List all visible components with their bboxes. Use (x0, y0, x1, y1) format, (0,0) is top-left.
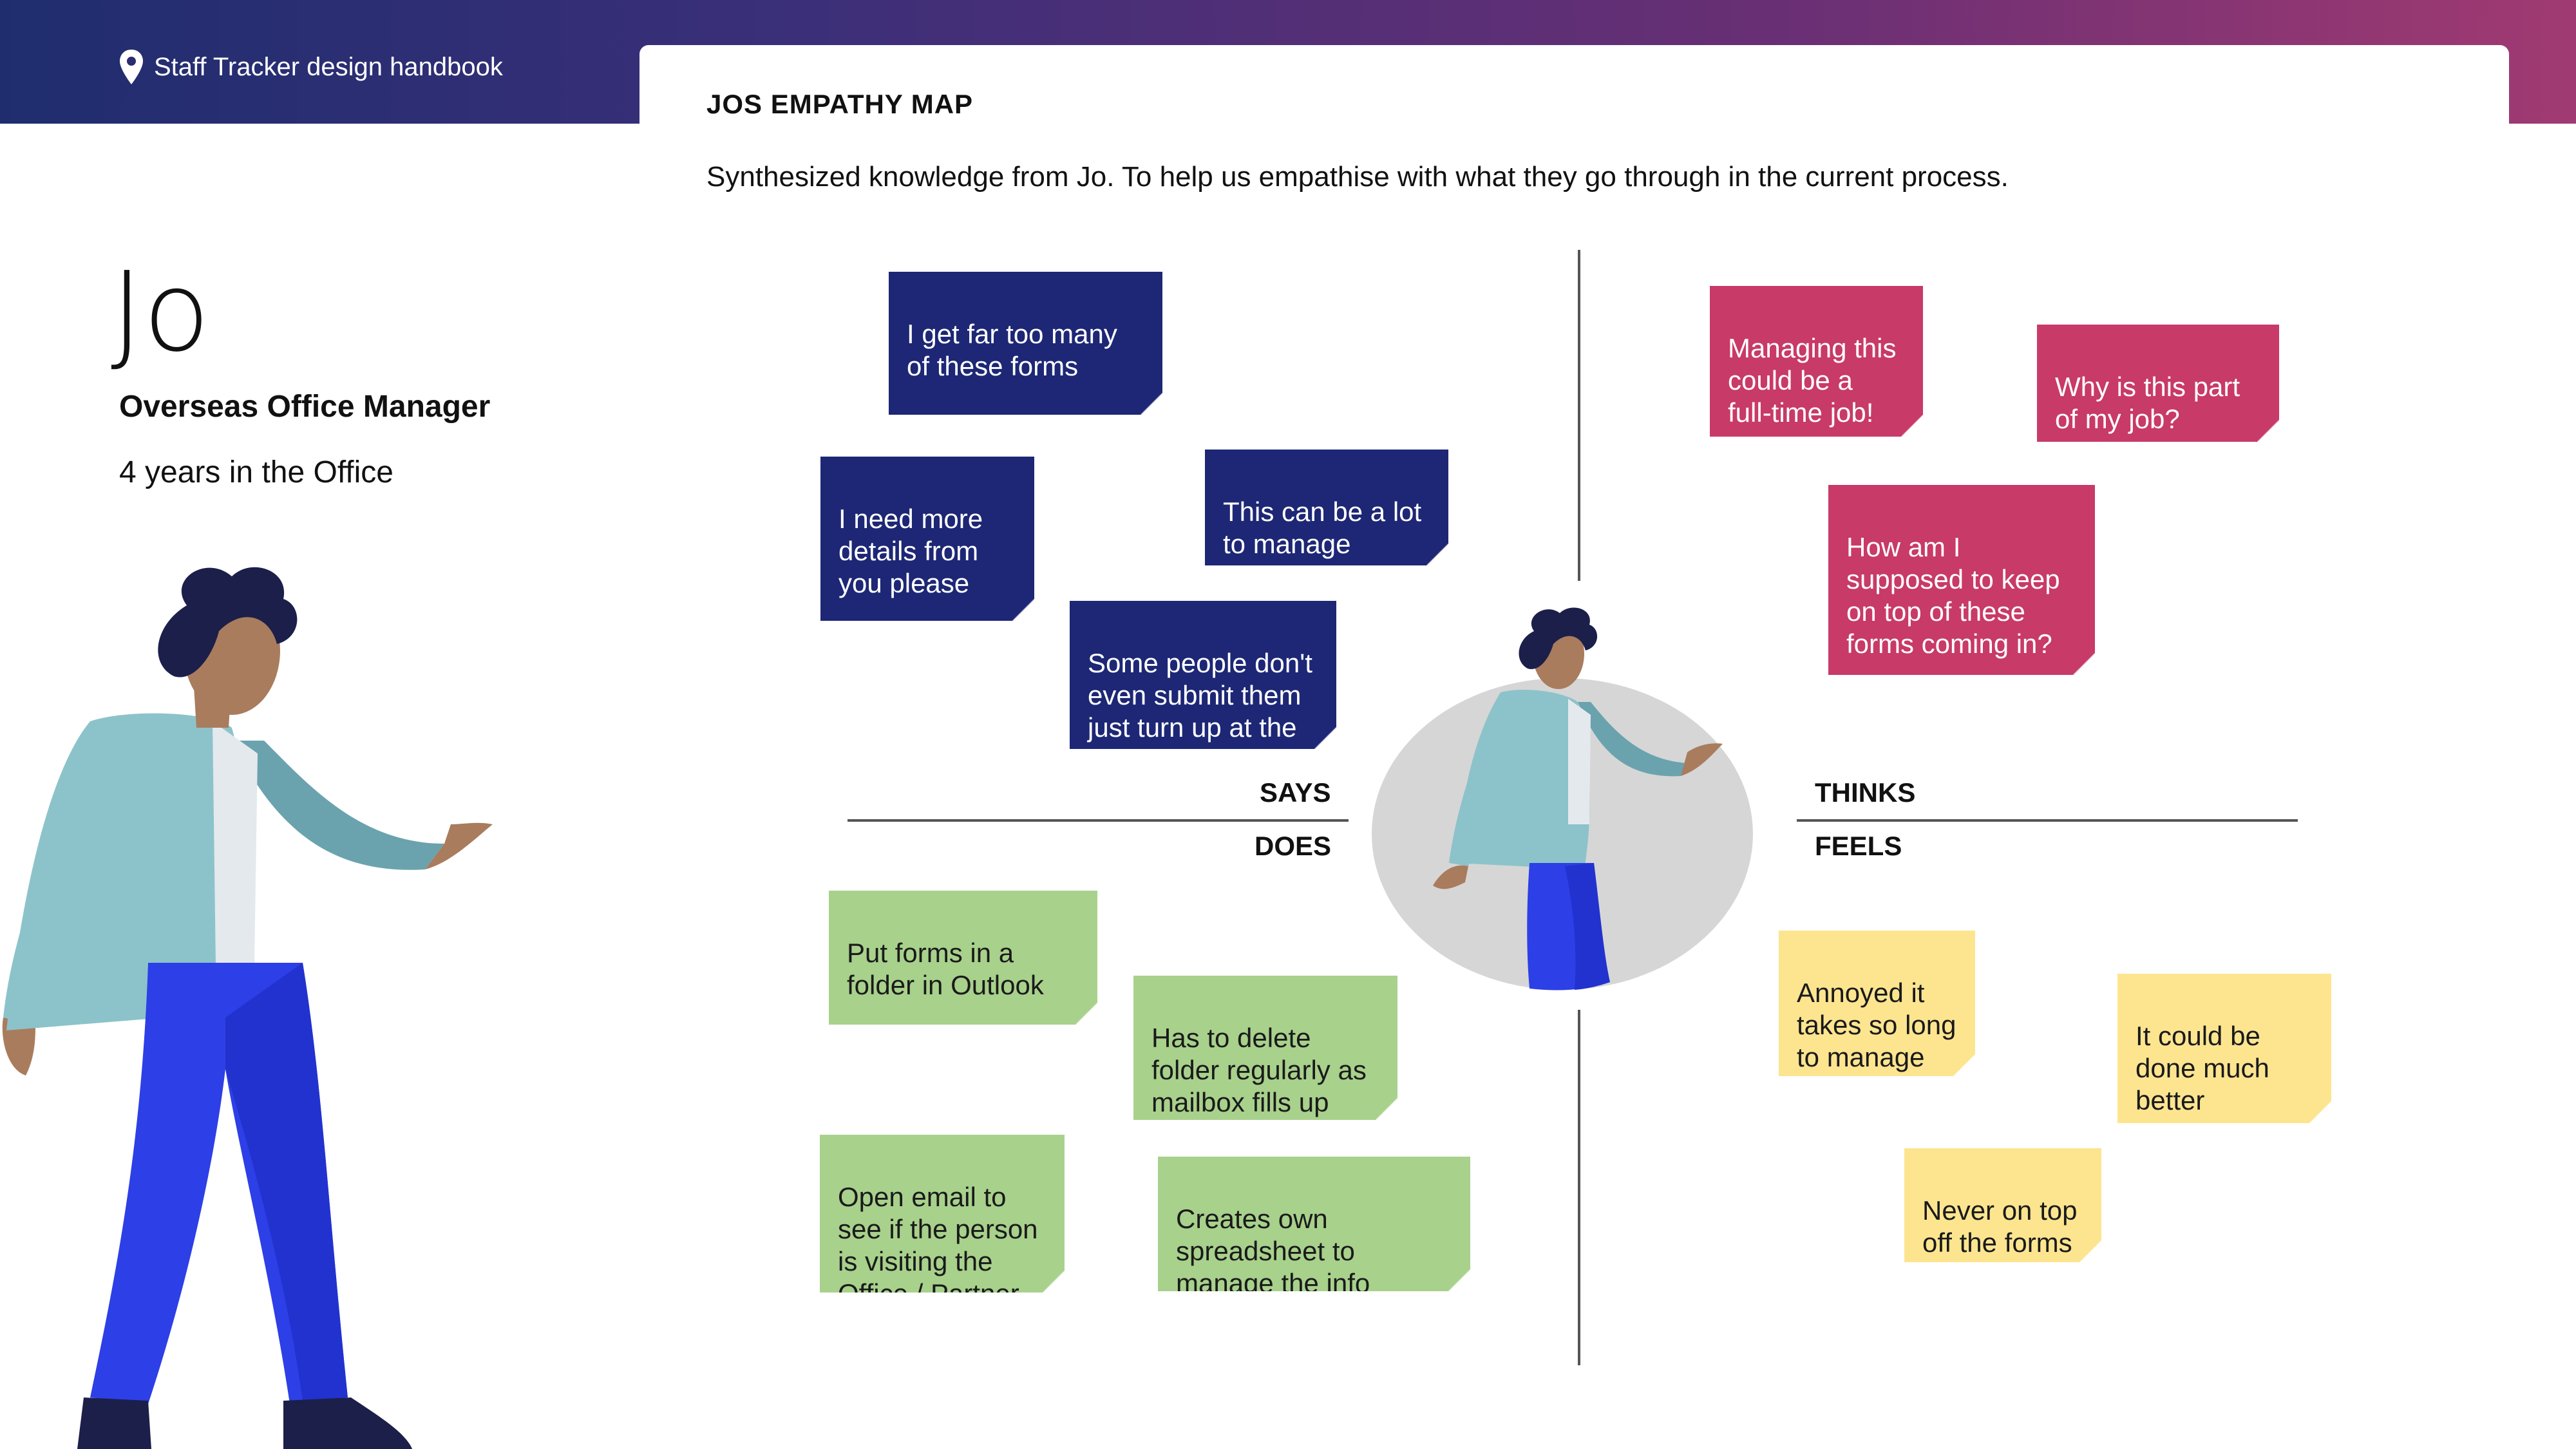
brand-text: Staff Tracker design handbook (154, 52, 503, 81)
map-title: JOS EMPATHY MAP (706, 89, 974, 119)
note-text: Some people don't even submit them just … (1088, 648, 1312, 749)
quadrant-label-feels: FEELS (1815, 831, 1902, 861)
note-text: I get far too many of these forms (907, 319, 1117, 381)
sticky-note-does[interactable]: Put forms in a folder in Outlook (829, 891, 1097, 1025)
sticky-note-feels[interactable]: It could be done much better (2117, 974, 2331, 1123)
persona-center-illustration (1372, 607, 1753, 990)
sticky-note-thinks[interactable]: Why is this part of my job? (2037, 325, 2279, 442)
axis-vertical-top (1578, 250, 1580, 581)
sticky-note-thinks[interactable]: How am I supposed to keep on top of thes… (1828, 485, 2095, 675)
note-text: How am I supposed to keep on top of thes… (1846, 532, 2060, 659)
note-text: Never on top off the forms (1922, 1195, 2078, 1258)
location-pin-icon (120, 50, 143, 84)
axis-horizontal-right (1797, 819, 2298, 822)
sticky-note-feels[interactable]: Annoyed it takes so long to manage (1779, 931, 1975, 1076)
sticky-note-does[interactable]: Creates own spreadsheet to manage the in… (1158, 1157, 1470, 1291)
sticky-note-says[interactable]: I need more details from you please (820, 457, 1034, 621)
map-description: Synthesized knowledge from Jo. To help u… (706, 161, 2009, 193)
note-text: Annoyed it takes so long to manage (1797, 978, 1956, 1072)
quadrant-label-says: SAYS (1260, 777, 1331, 808)
note-text: Has to delete folder regularly as mailbo… (1151, 1023, 1367, 1117)
note-text: It could be done much better (2136, 1021, 2269, 1115)
axis-horizontal-left (848, 819, 1349, 822)
note-text: Why is this part of my job? (2055, 372, 2240, 434)
sticky-note-says[interactable]: Some people don't even submit them just … (1070, 601, 1336, 749)
sticky-note-says[interactable]: This can be a lot to manage (1205, 450, 1448, 565)
sticky-note-says[interactable]: I get far too many of these forms (889, 272, 1162, 415)
note-text: Managing this could be a full-time job! (1728, 333, 1897, 428)
note-text: This can be a lot to manage (1223, 497, 1422, 559)
note-text: I need more details from you please (838, 504, 983, 598)
sticky-note-thinks[interactable]: Managing this could be a full-time job! (1710, 286, 1923, 437)
persona-name: Jo (111, 249, 211, 376)
sticky-note-feels[interactable]: Never on top off the forms (1904, 1148, 2101, 1262)
axis-vertical-bottom (1578, 1010, 1580, 1365)
persona-tenure: 4 years in the Office (119, 455, 393, 489)
note-text: Open email to see if the person is visit… (838, 1182, 1038, 1293)
note-text: Creates own spreadsheet to manage the in… (1176, 1204, 1370, 1291)
persona-illustration (2, 567, 493, 1449)
sticky-note-does[interactable]: Has to delete folder regularly as mailbo… (1133, 976, 1397, 1120)
brand-link[interactable]: Staff Tracker design handbook (118, 45, 503, 89)
quadrant-label-thinks: THINKS (1815, 777, 1916, 808)
sticky-note-does[interactable]: Open email to see if the person is visit… (820, 1135, 1065, 1293)
note-text: Put forms in a folder in Outlook (847, 938, 1044, 1000)
persona-role: Overseas Office Manager (119, 390, 491, 424)
quadrant-label-does: DOES (1255, 831, 1332, 861)
